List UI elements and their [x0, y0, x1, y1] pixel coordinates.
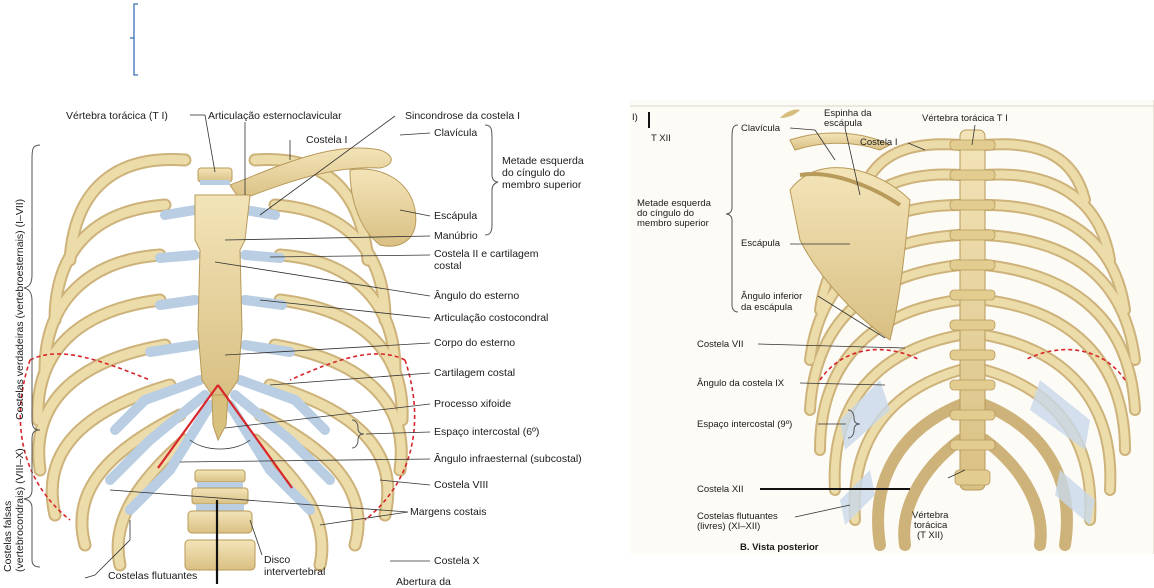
label-b-txii-top: T XII [651, 133, 671, 144]
label-b-escapula: Escápula [741, 238, 781, 249]
label-costelas-flutuantes: Costelas flutuantes [108, 570, 198, 582]
label-angulo-infraesternal: Ângulo infraesternal (subcostal) [434, 453, 582, 465]
brace-metade-b [725, 124, 739, 313]
posterior-scapula [789, 167, 911, 341]
label-articulacao-esternoclavicular: Articulação esternoclavicular [208, 110, 342, 122]
label-costelas-falsas-1: Costelas falsas [2, 500, 14, 572]
label-margens-costais: Margens costais [410, 506, 487, 518]
top-bracket [130, 3, 138, 76]
label-costela-viii: Costela VIII [434, 479, 489, 491]
label-b-angulo-inferior-1: Ângulo inferior [741, 291, 803, 302]
anterior-ribcage [19, 114, 499, 584]
label-vertebra-ti: Vértebra torácica (T I) [66, 110, 168, 122]
label-clavicula: Clavícula [434, 127, 478, 139]
label-costela-ii-2: costal [434, 260, 462, 272]
lower-spine [184, 469, 256, 571]
label-b-metade-3: membro superior [637, 218, 709, 229]
sternum-shape [194, 194, 251, 396]
label-abertura: Abertura da [396, 576, 451, 588]
label-escapula: Escápula [434, 210, 478, 222]
label-b-flutuantes-2: (livres) (XI–XII) [697, 521, 761, 532]
label-processo-xifoide: Processo xifoide [434, 398, 512, 410]
brace-metade [484, 124, 499, 236]
posterior-dashed [819, 348, 1126, 381]
label-b-top-clipped: I) [632, 112, 638, 123]
label-b-costela-i: Costela I [860, 137, 898, 148]
label-metade-1: Metade esquerda [502, 155, 584, 167]
label-b-espaco-intercostal: Espaço intercostal (9º) [697, 419, 793, 430]
label-b-metade-2: do cíngulo do [637, 208, 695, 219]
label-b-espinha-2: escápula [824, 118, 863, 129]
label-b-costela-vii: Costela VII [697, 339, 744, 350]
posterior-ribcage [630, 100, 1154, 554]
infrasternal-angle-lines [157, 384, 293, 489]
caption-vista-posterior: B. Vista posterior [740, 542, 819, 553]
label-b-espinha-1: Espinha da [824, 108, 872, 119]
label-metade-2: do cíngulo do [502, 167, 566, 179]
label-b-vertebra-xii-3: (T XII) [917, 530, 944, 541]
label-b-metade-1: Metade esquerda [637, 198, 711, 209]
label-b-clavicula: Clavícula [741, 123, 781, 134]
label-corpo-esterno: Corpo do esterno [434, 337, 516, 349]
label-b-vertebra-xii-1: Vértebra [912, 510, 949, 521]
braces-left [23, 144, 41, 568]
leader-lines-a [84, 114, 431, 579]
label-b-flutuantes-1: Costelas flutuantes [697, 511, 778, 522]
label-costela-i: Costela I [306, 134, 348, 146]
clavicle-shape [229, 147, 392, 201]
label-sincondrose: Sincondrose da costela I [405, 110, 520, 122]
label-metade-3: membro superior [502, 179, 582, 191]
label-disco-2: intervertebral [264, 566, 326, 578]
label-cartilagem-costal: Cartilagem costal [434, 367, 516, 379]
label-costelas-falsas-2: (vertebrocondrais) (VIII–X) [14, 448, 26, 572]
label-articulacao-costocondral: Articulação costocondral [434, 312, 549, 324]
costal-cartilages [105, 205, 335, 515]
label-b-costela-xii: Costela XII [697, 484, 744, 495]
label-disco-1: Disco [264, 554, 291, 566]
thoracic-outline-dashed [19, 353, 416, 521]
label-espaco-intercostal: Espaço intercostal (6º) [434, 426, 540, 438]
vertebral-column [949, 129, 996, 491]
label-angulo-esterno: Ângulo do esterno [434, 290, 520, 302]
intercostal-shading [840, 380, 1095, 525]
label-costela-ii-1: Costela II e cartilagem [434, 248, 539, 260]
label-b-vertebra-xii-2: torácica [914, 520, 948, 531]
label-b-angulo-costela-ix: Ângulo da costela IX [697, 378, 785, 389]
label-costela-x: Costela X [434, 555, 480, 567]
label-b-vertebra-ti: Vértebra torácica T I [922, 113, 1008, 124]
scapula-shape [349, 168, 417, 247]
label-costelas-verdadeiras: Costelas verdadeiras (vertebroesternais)… [14, 198, 26, 420]
label-b-angulo-inferior-2: da escápula [741, 302, 793, 313]
label-manubrio: Manúbrio [434, 230, 478, 242]
leader-lines-b [757, 124, 976, 518]
